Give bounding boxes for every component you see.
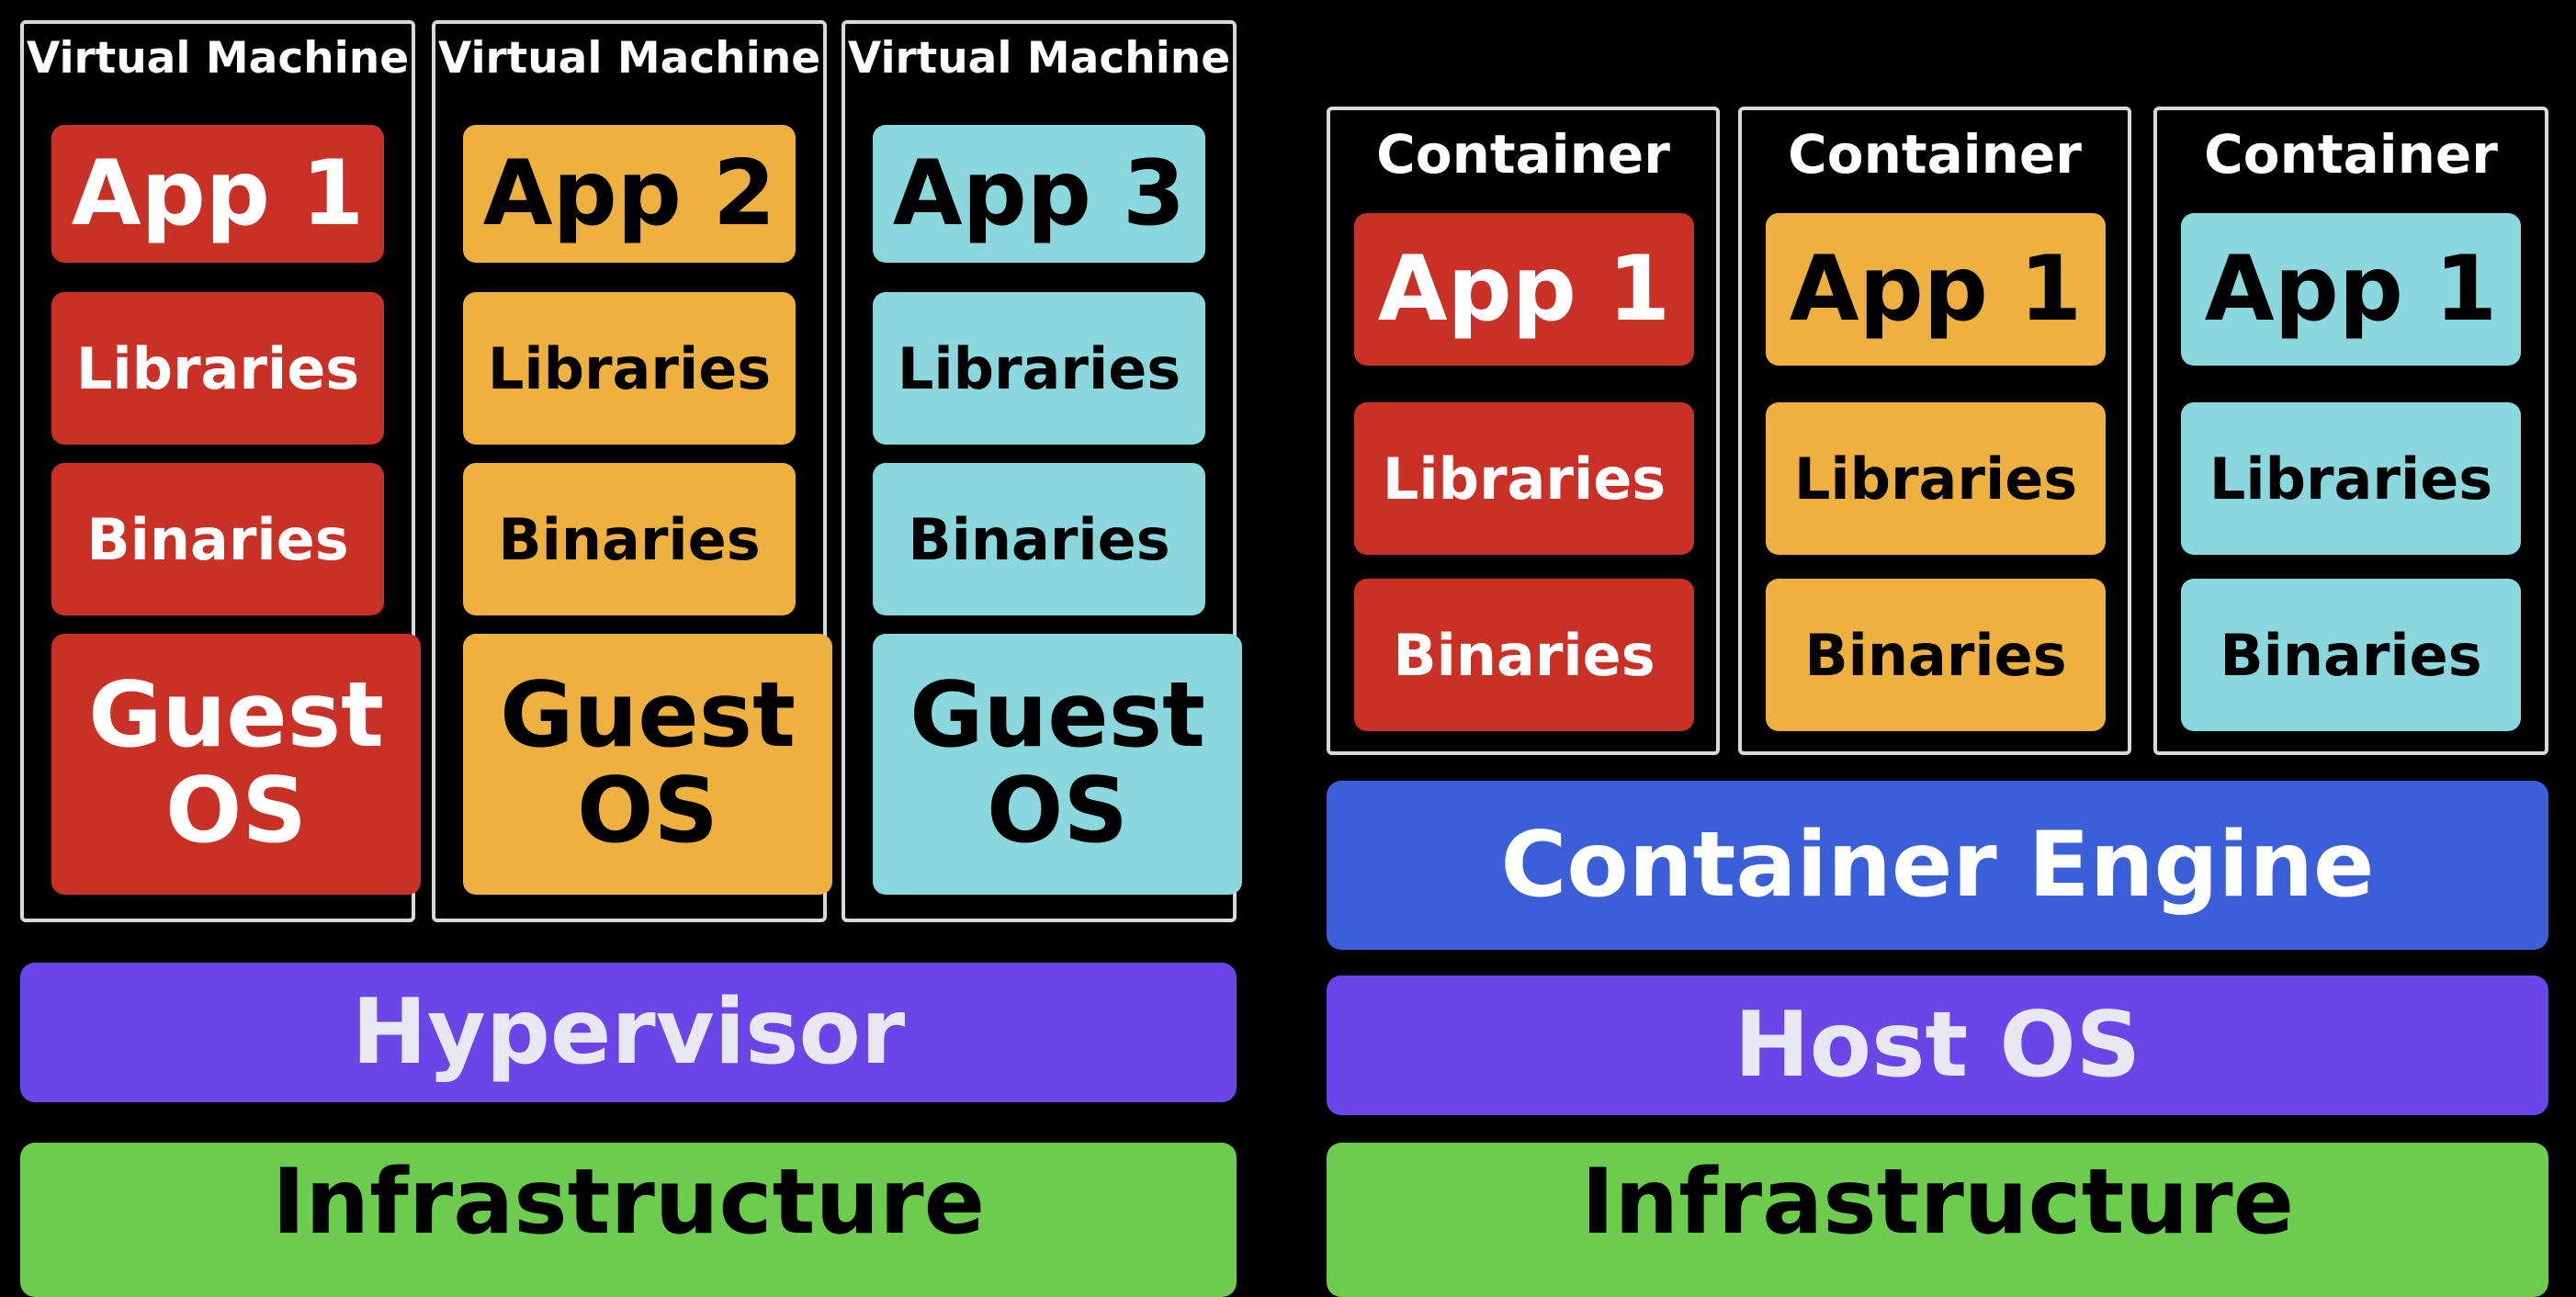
vm-2-libraries: Libraries [463, 292, 796, 445]
vm-1-title: Virtual Machine [26, 33, 410, 84]
container-engine-layer: Container Engine [1327, 781, 2548, 950]
container-2-binaries: Binaries [1766, 579, 2106, 731]
container-3-app: App 1 [2181, 213, 2521, 366]
vm-1-guest-os: Guest OS [51, 634, 421, 895]
vm-2-guest-os: Guest OS [463, 634, 832, 895]
vm-3-app: App 3 [873, 125, 1205, 263]
virtual-machine-diagram: Virtual Machine App 1 Libraries Binaries… [0, 0, 1249, 1297]
vm-2-title: Virtual Machine [437, 33, 821, 84]
vm-3-guest-os: Guest OS [873, 634, 1242, 895]
vm-2-app: App 2 [463, 125, 796, 263]
container-infrastructure-layer: Infrastructure [1327, 1143, 2548, 1297]
virtual-machine-1: Virtual Machine App 1 Libraries Binaries… [20, 20, 421, 922]
container-2-libraries: Libraries [1766, 402, 2106, 555]
container-3-binaries: Binaries [2181, 579, 2521, 731]
virtual-machine-2: Virtual Machine App 2 Libraries Binaries… [432, 20, 832, 922]
vm-1-libraries: Libraries [51, 292, 384, 445]
container-1: Container App 1 Libraries Binaries [1327, 107, 1720, 755]
vm-1-binaries: Binaries [51, 463, 384, 615]
hypervisor-layer: Hypervisor [20, 963, 1237, 1102]
vm-2-binaries: Binaries [463, 463, 796, 615]
vm-3-binaries: Binaries [873, 463, 1205, 615]
vm-1-app: App 1 [51, 125, 384, 263]
container-1-title: Container [1376, 123, 1670, 186]
vm-3-title: Virtual Machine [847, 33, 1231, 84]
virtual-machine-3: Virtual Machine App 3 Libraries Binaries… [842, 20, 1242, 922]
container-2-title: Container [1788, 123, 2082, 186]
container-1-binaries: Binaries [1354, 579, 1694, 731]
host-os-layer: Host OS [1327, 976, 2548, 1115]
container-2-app: App 1 [1766, 213, 2106, 366]
container-1-app: App 1 [1354, 213, 1694, 366]
container-3: Container App 1 Libraries Binaries [2153, 107, 2548, 755]
vm-infrastructure-layer: Infrastructure [20, 1143, 1237, 1297]
container-3-libraries: Libraries [2181, 402, 2521, 555]
container-1-libraries: Libraries [1354, 402, 1694, 555]
container-diagram: Container App 1 Libraries Binaries Conta… [1305, 0, 2576, 1297]
container-2: Container App 1 Libraries Binaries [1738, 107, 2131, 755]
container-3-title: Container [2204, 123, 2498, 186]
vm-3-libraries: Libraries [873, 292, 1205, 445]
